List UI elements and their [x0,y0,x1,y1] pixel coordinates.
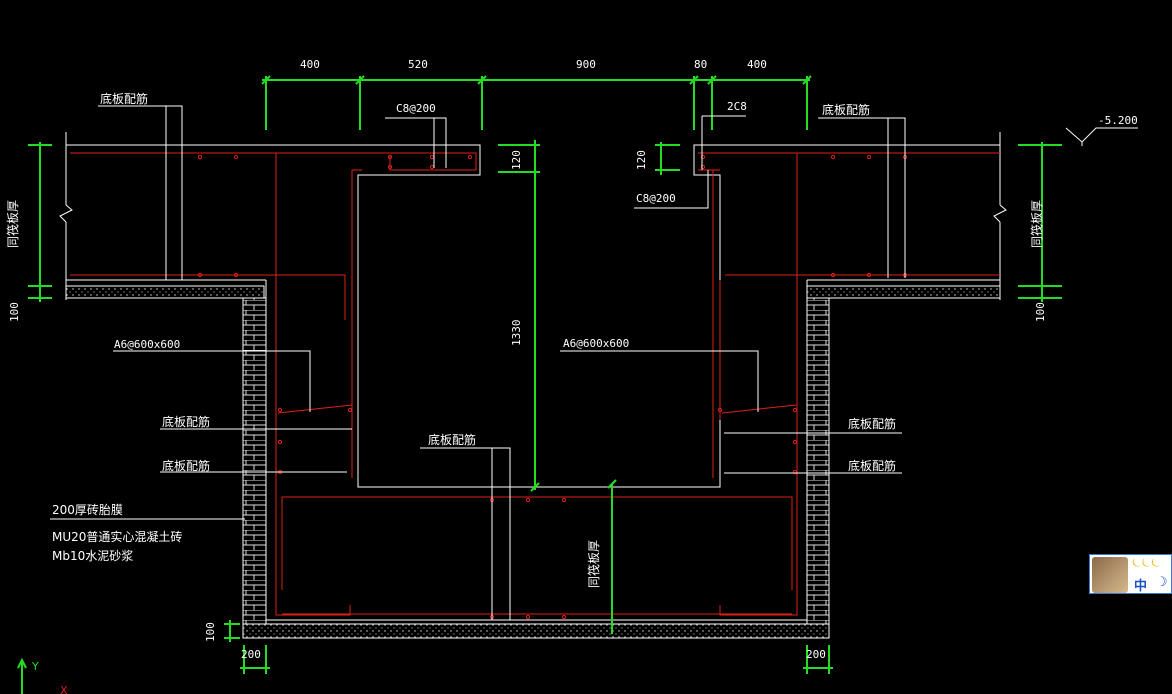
label-c8-right: C8@200 [636,192,676,205]
ime-moon-icons: ⏾⏾⏾ [1132,555,1161,569]
label-a6-center: A6@600x600 [563,337,629,350]
label-floor-rebar-left-1: 底板配筋 [162,414,210,429]
label-a6-left: A6@600x600 [114,338,180,351]
ime-toolbar[interactable]: ⏾⏾⏾ 中 ☽ [1089,554,1172,594]
leader-lines [50,105,1138,620]
brick-wall-left [242,297,267,625]
break-symbol-right [993,204,1007,223]
dim-text-100-left: 100 [8,302,21,322]
ime-avatar[interactable] [1092,557,1128,593]
elevation-text: -5.200 [1098,114,1138,127]
label-floor-rebar-center: 底板配筋 [428,432,476,447]
break-symbol-left [59,204,73,223]
cushion-bottom [242,623,830,639]
dim-text-900: 900 [576,58,596,71]
rebar-lines [70,152,1000,616]
label-mortar-spec: Mb10水泥砂浆 [52,548,133,563]
dim-text-1330: 1330 [510,320,523,347]
side-label-left: 同筏板厚 [6,200,20,248]
label-floor-rebar-right-2: 底板配筋 [848,458,896,473]
dimension-lines [28,76,1062,674]
dim-text-400-left: 400 [300,58,320,71]
rebar-dots [197,154,908,620]
label-brick-membrane: 200厚砖胎膜 [52,502,123,517]
dim-text-400-right: 400 [747,58,767,71]
dim-text-120-left: 120 [510,150,523,170]
dim-text-200-right: 200 [806,648,826,661]
dim-text-80: 80 [694,58,707,71]
ime-mode-toggle[interactable]: 中 [1134,579,1148,594]
dim-text-120-right: 120 [635,150,648,170]
label-brick-spec: MU20普通实心混凝土砖 [52,529,182,544]
dim-text-520: 520 [408,58,428,71]
center-vertical-label: 同筏板厚 [587,540,601,588]
cushion-right [806,285,1001,299]
dimension-ticks [261,75,812,492]
brick-wall-right [806,297,830,625]
dim-text-200-left: 200 [241,648,261,661]
label-2c8: 2C8 [727,100,747,113]
label-floor-rebar-left-2: 底板配筋 [162,458,210,473]
ucs-icon [17,657,27,694]
ucs-y-label: Y [31,660,39,673]
label-floor-rebar-top-left: 底板配筋 [100,91,148,106]
label-floor-rebar-top-right: 底板配筋 [822,102,870,117]
label-floor-rebar-right-1: 底板配筋 [848,416,896,431]
cushion-left [65,285,265,299]
side-label-right: 同筏板厚 [1030,200,1044,248]
ime-punct-moon-icon[interactable]: ☽ [1156,575,1168,590]
structure-outline [65,132,1001,621]
label-c8-left: C8@200 [396,102,436,115]
dim-text-100-right: 100 [1034,302,1047,322]
ucs-x-label: X [60,684,68,694]
dim-text-100-bottom: 100 [204,622,217,642]
